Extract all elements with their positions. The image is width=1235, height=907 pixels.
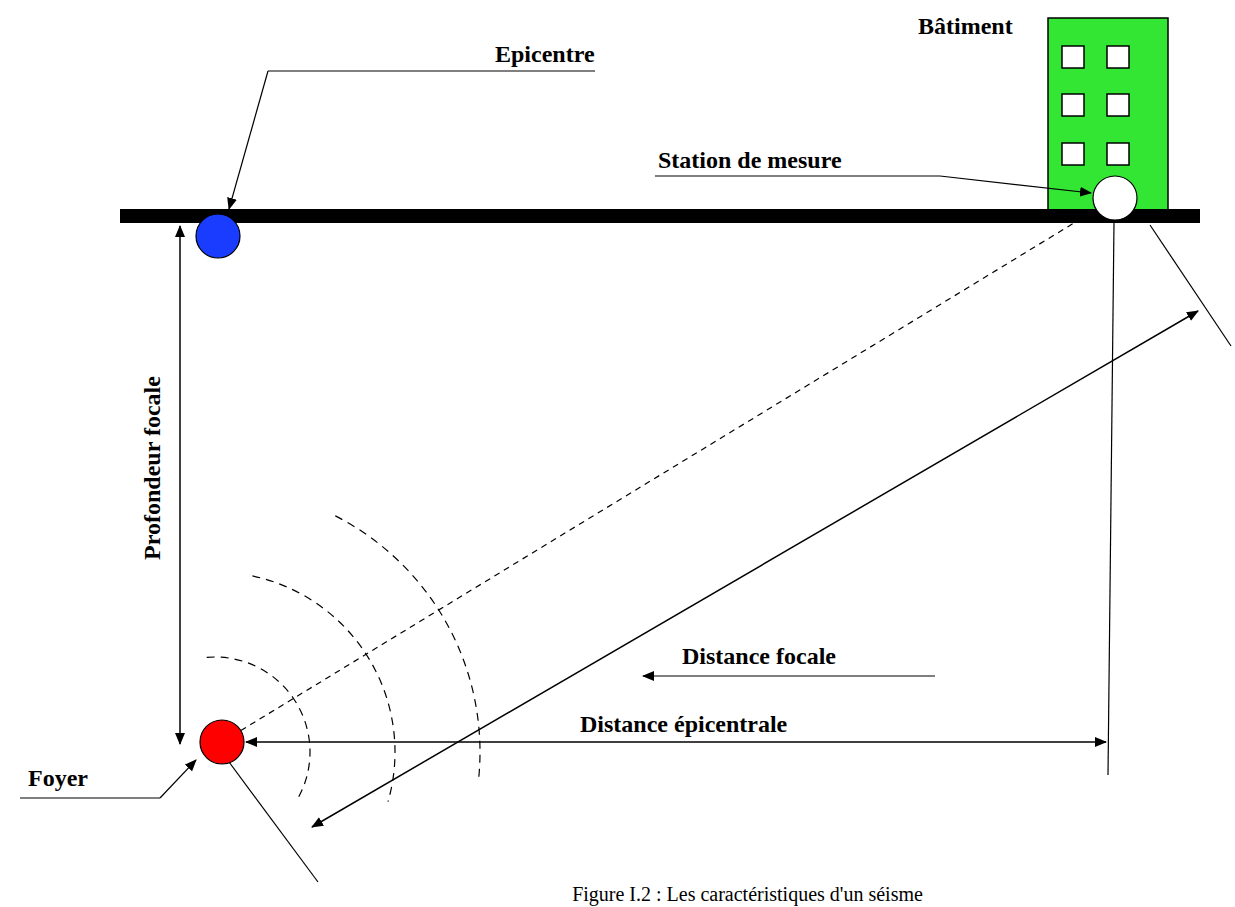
wavefront-arcs bbox=[207, 516, 480, 802]
epicentre-dot bbox=[196, 214, 240, 258]
ray-line bbox=[222, 198, 1115, 742]
extension-line bbox=[229, 762, 318, 882]
epicentre-label: Epicentre bbox=[495, 42, 595, 66]
leader-line bbox=[940, 176, 1091, 193]
epicentral-distance-label: Distance épicentrale bbox=[580, 712, 787, 736]
leader-line bbox=[160, 760, 196, 798]
callout-underline bbox=[643, 675, 935, 676]
extension-line bbox=[1150, 225, 1231, 346]
wavefront-arc bbox=[252, 576, 395, 802]
focus-label: Foyer bbox=[28, 766, 88, 790]
figure-caption: Figure I.2 : Les caractéristiques d'un s… bbox=[572, 884, 923, 904]
callout-underline bbox=[20, 797, 160, 798]
dimension-arrow bbox=[179, 226, 181, 744]
ground-surface bbox=[120, 209, 1200, 223]
callout-underline bbox=[655, 175, 940, 176]
leader-line bbox=[229, 71, 268, 209]
extension-line bbox=[1108, 222, 1114, 775]
dimension-arrow bbox=[312, 311, 1198, 827]
depth-label: Profondeur focale bbox=[140, 376, 164, 560]
dimension-arrow bbox=[246, 741, 1106, 743]
wavefront-arc bbox=[335, 516, 480, 780]
building-label: Bâtiment bbox=[918, 14, 1013, 38]
station-dot bbox=[1093, 176, 1137, 220]
focal-distance-label: Distance focale bbox=[682, 644, 836, 668]
callout-underline bbox=[268, 70, 595, 71]
station-label: Station de mesure bbox=[658, 148, 842, 172]
focus-dot bbox=[200, 720, 244, 764]
